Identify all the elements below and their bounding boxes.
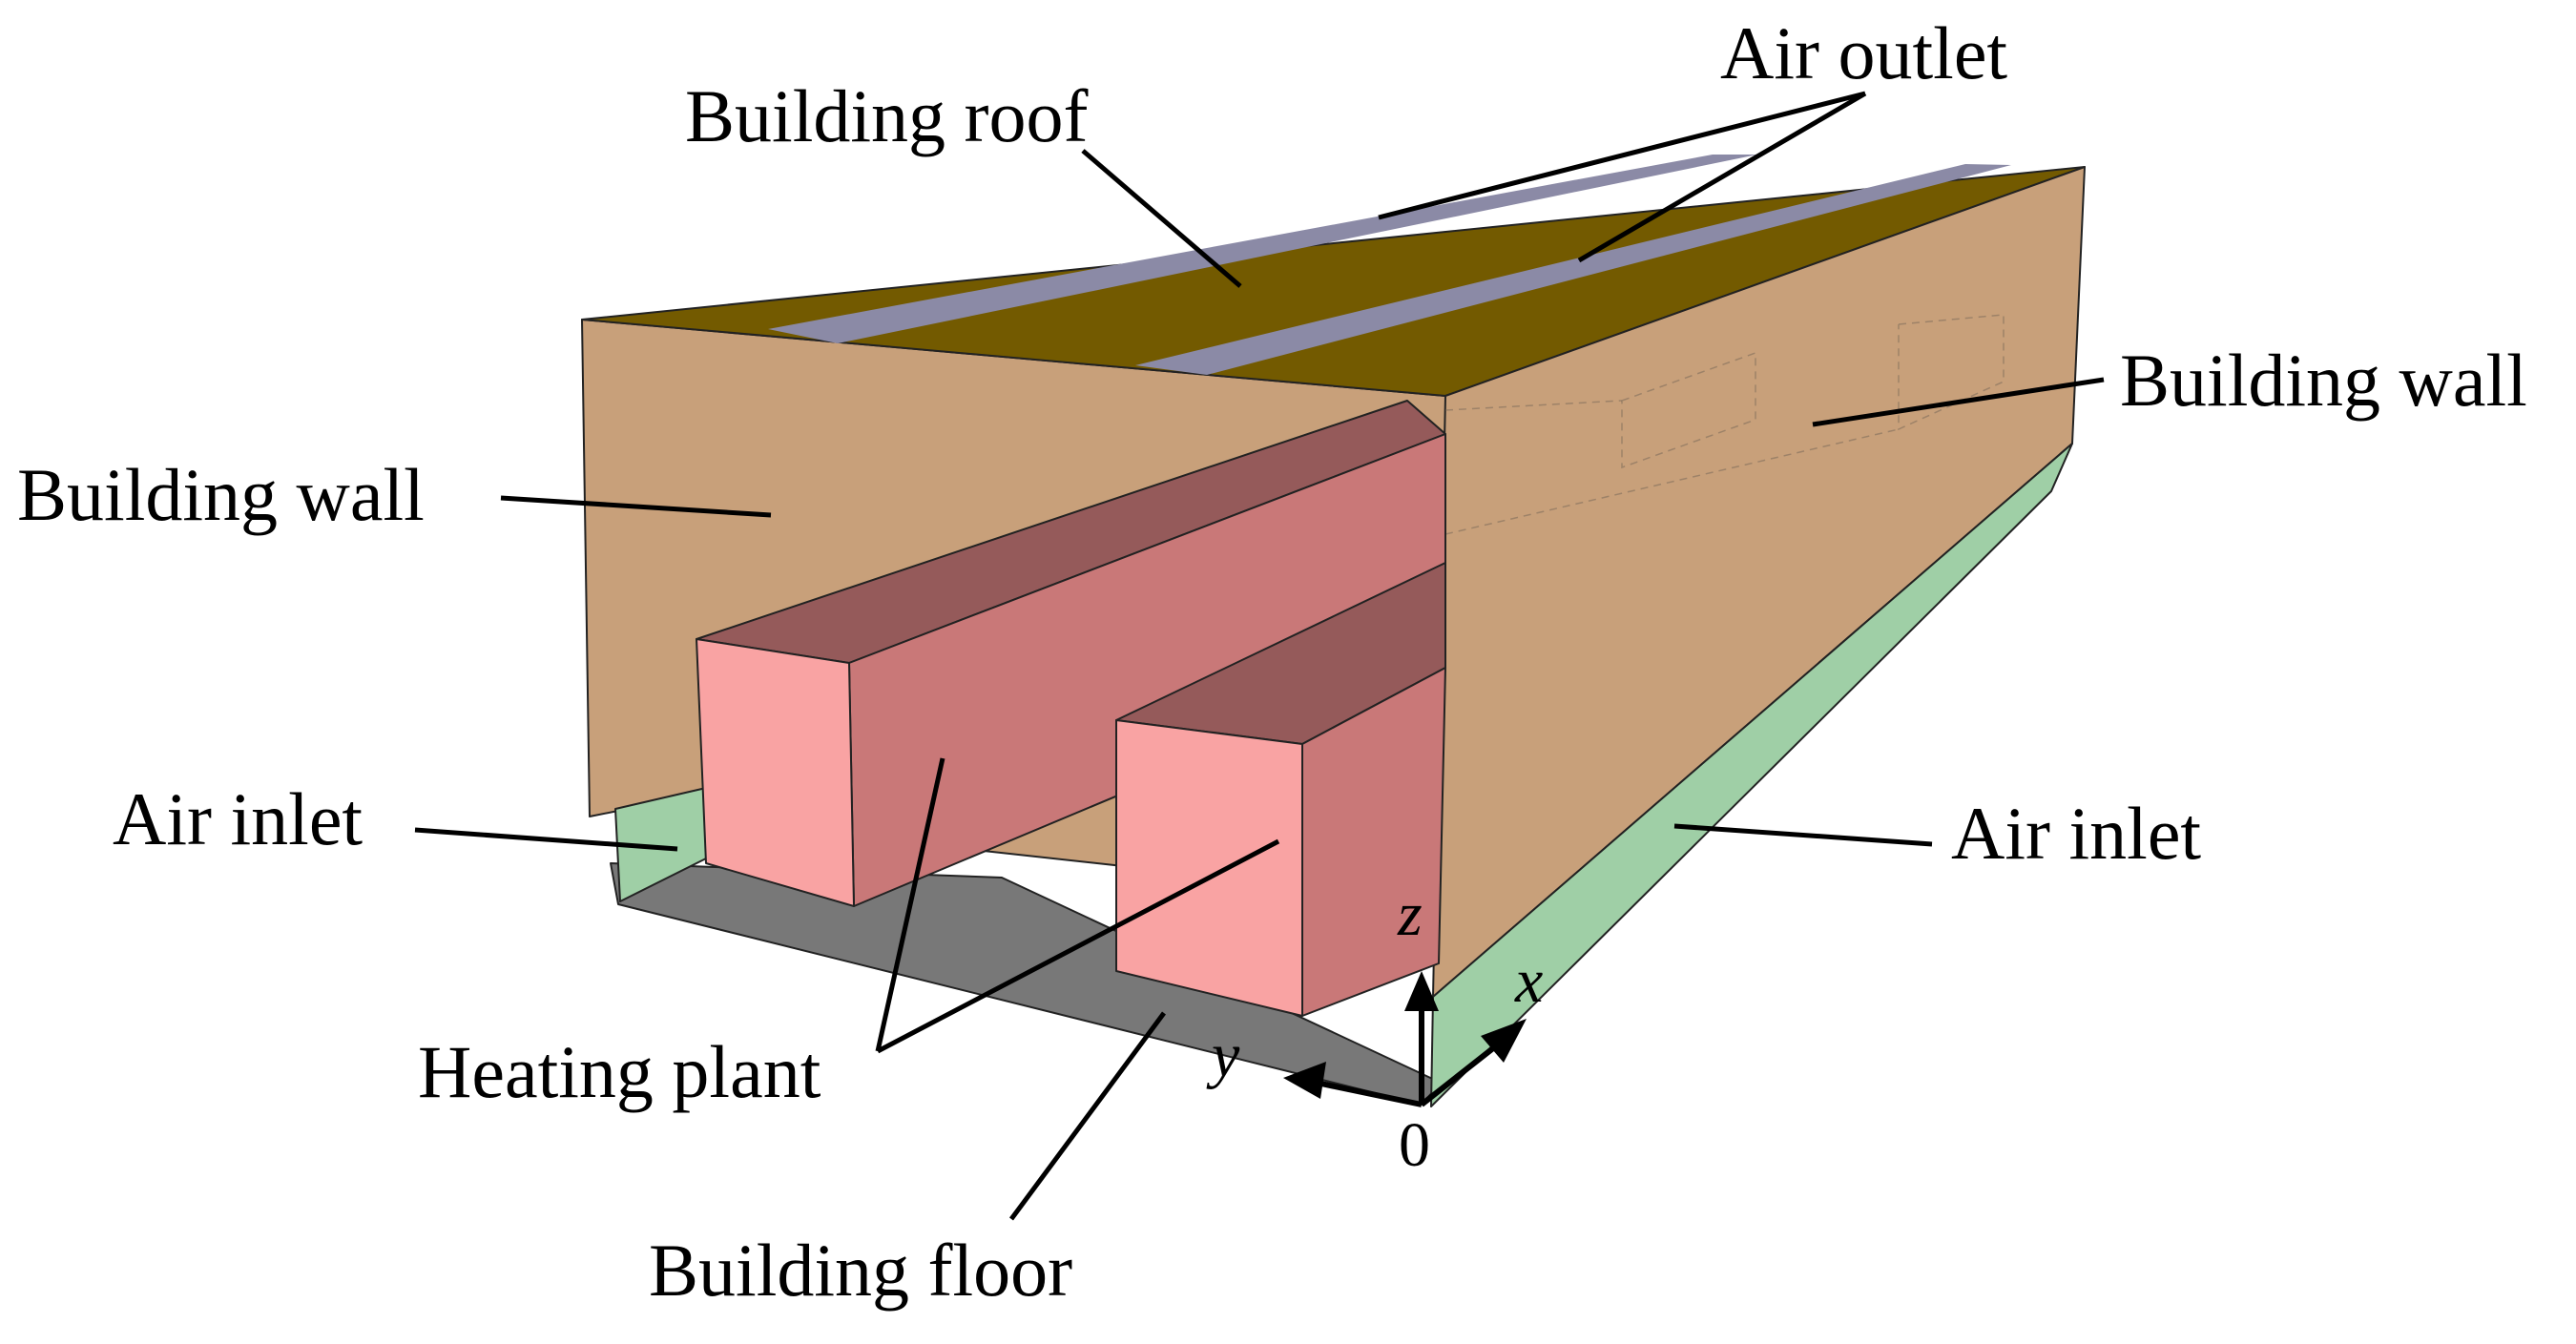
label-building-wall-right: Building wall — [2120, 339, 2527, 422]
air-outlet-strip-2 — [1135, 164, 2011, 375]
z-axis-arrowhead — [1404, 971, 1439, 1011]
label-building-floor: Building floor — [649, 1229, 1072, 1312]
hidden-edge-1 — [1444, 400, 1623, 411]
y-axis-label: y — [1206, 1021, 1240, 1090]
x-axis-arrowhead — [1481, 1019, 1527, 1063]
leader-air-inlet-right — [1673, 823, 1933, 847]
air-outlet-strip-1 — [768, 155, 1757, 343]
origin-label: 0 — [1399, 1110, 1430, 1180]
hidden-plant-outline-2 — [1898, 314, 2005, 431]
label-air-inlet-right: Air inlet — [1951, 792, 2201, 875]
leader-air-outlet-2 — [1577, 91, 1867, 263]
heating-plant-2-front — [1115, 719, 1303, 1017]
z-axis-label: z — [1397, 879, 1423, 949]
leader-lines — [414, 91, 2105, 1221]
leader-building-wall-left — [500, 495, 772, 518]
right-air-inlet-strip — [1430, 443, 2073, 1107]
leader-air-outlet-1 — [1378, 91, 1866, 220]
leader-building-roof — [1081, 149, 1242, 288]
y-axis-arrowhead — [1283, 1062, 1326, 1099]
label-air-outlet: Air outlet — [1720, 11, 2007, 94]
leader-air-inlet-left — [414, 827, 678, 852]
leader-heating-plant-2 — [876, 838, 1280, 1054]
leader-heating-plant-1 — [875, 757, 945, 1052]
label-air-inlet-left: Air inlet — [113, 777, 363, 860]
hidden-plant-outline-1 — [1621, 351, 1756, 469]
label-heating-plant: Heating plant — [418, 1030, 821, 1113]
label-building-roof: Building roof — [685, 74, 1089, 157]
x-axis-line — [1420, 1042, 1500, 1107]
coordinate-axes: z y x 0 — [1206, 879, 1543, 1180]
y-axis-line — [1316, 1080, 1423, 1107]
leader-building-wall-right — [1812, 377, 2105, 427]
heating-plant-1-front — [696, 638, 855, 907]
leader-building-floor — [1008, 1011, 1167, 1221]
hidden-edge-2 — [1444, 428, 1900, 535]
x-axis-label: x — [1514, 946, 1543, 1016]
label-building-wall-left: Building wall — [17, 453, 425, 536]
